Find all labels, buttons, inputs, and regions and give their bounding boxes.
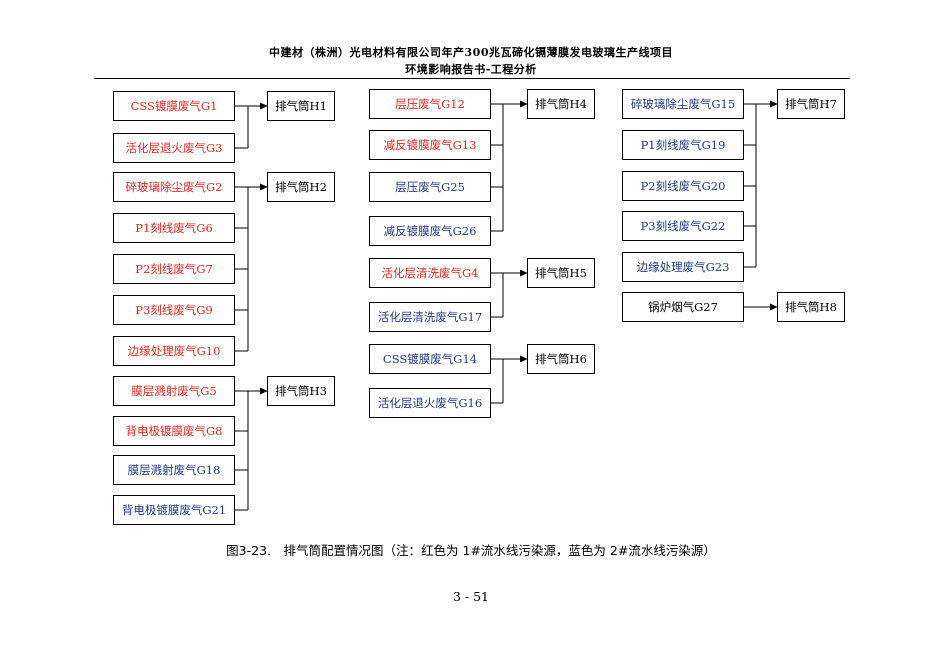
- source-box-g15: 碎玻璃除尘废气G15: [622, 89, 744, 119]
- source-box-g25: 层压废气G25: [369, 172, 491, 202]
- stack-box-h2: 排气筒H2: [267, 172, 335, 202]
- source-box-g22: P3刻线废气G22: [622, 211, 744, 241]
- stack-box-h4: 排气筒H4: [527, 89, 595, 119]
- stack-box-h1: 排气筒H1: [267, 91, 335, 121]
- stack-box-h6: 排气筒H6: [527, 344, 595, 374]
- report-header-section: 环境影响报告书-工程分析: [405, 63, 537, 76]
- source-box-g14: CSS镀膜废气G14: [369, 344, 491, 374]
- source-box-g6: P1刻线废气G6: [113, 213, 235, 243]
- source-box-g21: 背电极镀膜废气G21: [113, 495, 235, 525]
- source-box-g12: 层压废气G12: [369, 89, 491, 119]
- report-header-project: 中建材（株洲）光电材料有限公司年产300兆瓦碲化镉薄膜发电玻璃生产线项目: [269, 46, 673, 59]
- source-box-g2: 碎玻璃除尘废气G2: [113, 172, 235, 202]
- source-box-g4: 活化层清洗废气G4: [369, 258, 491, 288]
- source-box-g26: 减反镀膜废气G26: [369, 216, 491, 246]
- source-box-g17: 活化层清洗废气G17: [369, 302, 491, 332]
- stack-box-h5: 排气筒H5: [527, 258, 595, 288]
- source-box-g20: P2刻线废气G20: [622, 171, 744, 201]
- page-number: 3 - 51: [452, 589, 490, 604]
- header-rule: [94, 78, 850, 79]
- source-box-g27: 锅炉烟气G27: [622, 292, 744, 322]
- stack-box-h7: 排气筒H7: [777, 89, 845, 119]
- source-box-g19: P1刻线废气G19: [622, 130, 744, 160]
- source-box-g18: 膜层溅射废气G18: [113, 455, 235, 485]
- source-box-g8: 背电极镀膜废气G8: [113, 416, 235, 446]
- source-box-g1: CSS镀膜废气G1: [113, 91, 235, 121]
- figure-caption: 图3-23. 排气筒配置情况图（注：红色为 1#流水线污染源，蓝色为 2#流水线…: [226, 543, 716, 558]
- source-box-g23: 边缘处理废气G23: [622, 252, 744, 282]
- source-box-g10: 边缘处理废气G10: [113, 336, 235, 366]
- stack-box-h8: 排气筒H8: [777, 292, 845, 322]
- source-box-g7: P2刻线废气G7: [113, 254, 235, 284]
- source-box-g3: 活化层退火废气G3: [113, 133, 235, 163]
- source-box-g13: 减反镀膜废气G13: [369, 130, 491, 160]
- source-box-g9: P3刻线废气G9: [113, 295, 235, 325]
- source-box-g5: 膜层溅射废气G5: [113, 376, 235, 406]
- source-box-g16: 活化层退火废气G16: [369, 388, 491, 418]
- stack-box-h3: 排气筒H3: [267, 376, 335, 406]
